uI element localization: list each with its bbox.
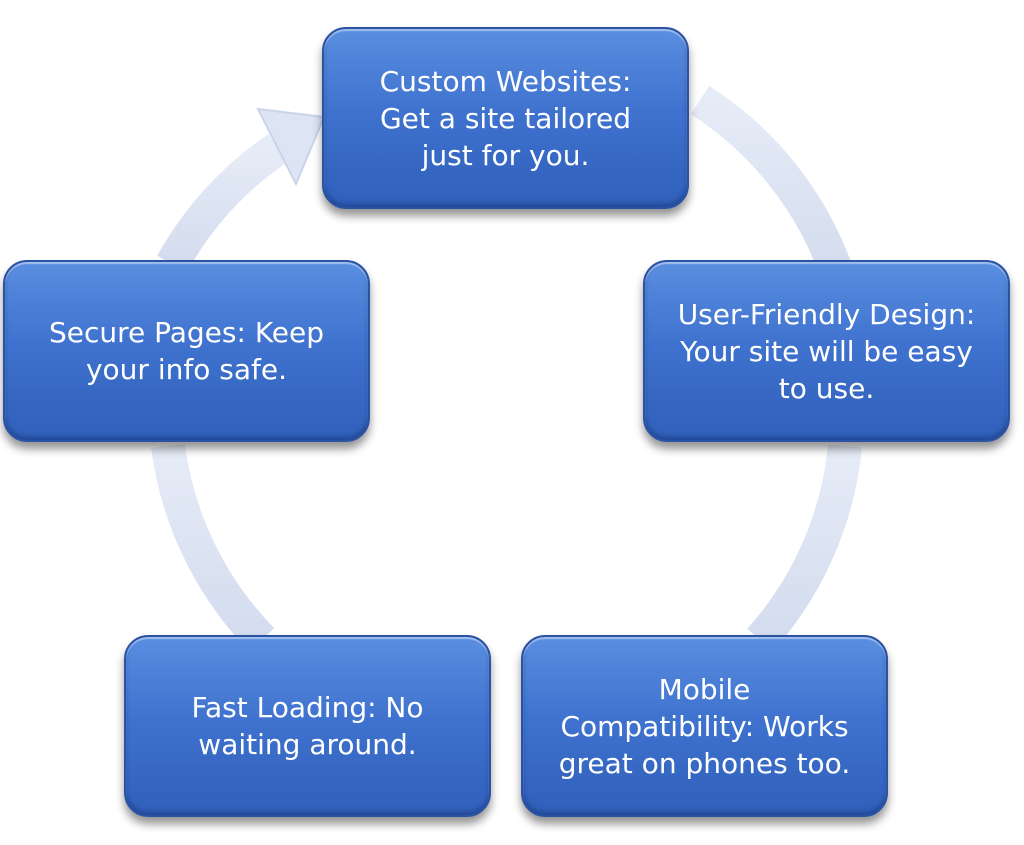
ring-segment-5 bbox=[157, 133, 288, 273]
cycle-node-custom-websites: Custom Websites: Get a site tailored jus… bbox=[322, 27, 689, 209]
node-label: Mobile Compatibility: Works great on pho… bbox=[558, 672, 851, 780]
cycle-arrowhead bbox=[256, 107, 326, 187]
node-label: Custom Websites: Get a site tailored jus… bbox=[379, 64, 632, 172]
node-label: Fast Loading: No waiting around. bbox=[191, 691, 424, 761]
ring-segment-2 bbox=[747, 444, 862, 652]
cycle-node-user-friendly-design: User-Friendly Design: Your site will be … bbox=[643, 260, 1010, 442]
node-label: User-Friendly Design: Your site will be … bbox=[677, 297, 976, 405]
cycle-node-secure-pages: Secure Pages: Keep your info safe. bbox=[3, 260, 370, 442]
ring-segment-4 bbox=[151, 443, 275, 652]
cycle-node-fast-loading: Fast Loading: No waiting around. bbox=[124, 635, 491, 817]
cycle-node-mobile-compatibility: Mobile Compatibility: Works great on pho… bbox=[521, 635, 888, 817]
ring-segment-1 bbox=[690, 85, 855, 282]
node-label: Secure Pages: Keep your info safe. bbox=[48, 316, 325, 386]
